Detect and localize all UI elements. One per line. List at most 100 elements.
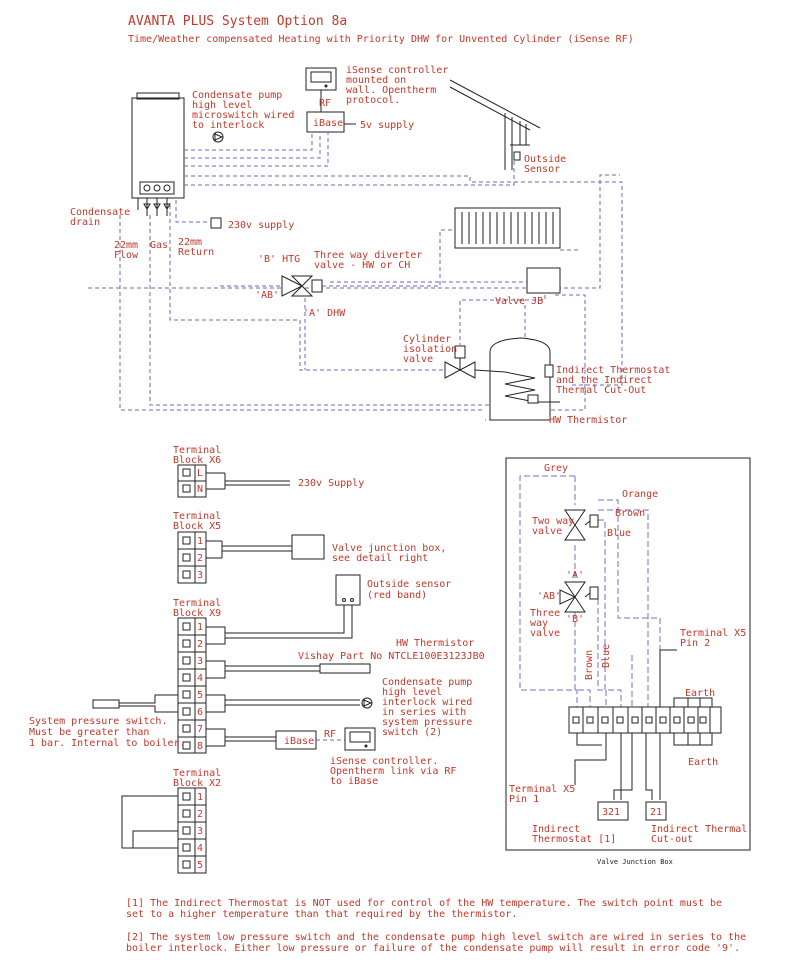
vishay-part-label: Vishay Part No NTCLE100E3123JB0: [298, 651, 485, 662]
svg-text:N: N: [197, 484, 203, 495]
terminal-block-x2: 1 2 3 4 5: [177, 787, 207, 874]
outside-sensor: [513, 151, 521, 161]
supply-230-box: [210, 217, 222, 229]
cutout-terminal-block: [645, 801, 667, 821]
valve-jb-label: Valve JB: [495, 296, 543, 307]
svg-text:Terminal X5: Terminal X5: [680, 628, 746, 639]
svg-text:valve: valve: [403, 354, 433, 365]
valve-junction-box-caption: Valve Junction Box: [597, 858, 673, 866]
svg-text:22mm: 22mm: [114, 240, 138, 251]
svg-text:1 bar. Internal to boiler.: 1 bar. Internal to boiler.: [29, 738, 186, 749]
svg-text:2: 2: [197, 809, 203, 820]
note-2-line-1: [2] The system low pressure switch and t…: [126, 932, 746, 943]
pump-arrow-icon: [214, 133, 224, 141]
svg-text:Block X9: Block X9: [173, 608, 221, 619]
hot-water-cylinder: [474, 337, 560, 421]
outside-sensor-box: [335, 574, 361, 606]
gas-label: Gas: [150, 240, 168, 251]
svg-text:Flow: Flow: [114, 250, 139, 261]
svg-text:L: L: [197, 468, 203, 479]
svg-text:Block X5: Block X5: [173, 521, 221, 532]
svg-text:iSense controller.: iSense controller.: [330, 756, 438, 767]
svg-text:22mm: 22mm: [178, 237, 202, 248]
svg-text:5: 5: [197, 690, 203, 701]
svg-text:Block X2: Block X2: [173, 778, 221, 789]
outside-sensor-label: Outside Sensor: [524, 154, 566, 175]
svg-text:1: 1: [197, 536, 203, 547]
svg-text:Pin 1: Pin 1: [509, 794, 539, 805]
condensate-pump-note: Condensate pump high level microswitch w…: [192, 90, 294, 131]
diagram-subtitle: Time/Weather compensated Heating with Pr…: [128, 34, 634, 45]
svg-text:3: 3: [197, 826, 203, 837]
svg-text:Must be greater than: Must be greater than: [29, 727, 149, 738]
return-label: 22mm Return: [178, 237, 214, 258]
valve-jb-box: [526, 267, 561, 294]
svg-text:3: 3: [197, 656, 203, 667]
isense-controller-lower: [344, 727, 376, 751]
svg-text:wall. Opentherm: wall. Opentherm: [346, 85, 436, 96]
supply-5v-label: 5v supply: [360, 120, 414, 131]
svg-text:Cylinder: Cylinder: [403, 334, 451, 345]
svg-text:System pressure switch.: System pressure switch.: [29, 716, 167, 727]
svg-text:Two way: Two way: [532, 516, 574, 527]
two-way-valve-label: Two way valve: [532, 516, 574, 537]
blue-vertical-label: Blue: [601, 644, 612, 668]
terminal-block-x6: L N: [177, 464, 207, 498]
svg-text:mounted on: mounted on: [346, 75, 406, 86]
diagram-title: AVANTA PLUS System Option 8a: [128, 14, 347, 29]
svg-text:drain: drain: [70, 217, 100, 228]
terminal-x5-pin1-label: Terminal X5 Pin 1: [509, 784, 575, 805]
condensate-drain-label: Condensate drain: [70, 207, 130, 228]
grey-wire-label: Grey: [544, 463, 568, 474]
hw-thermistor-title: HW Thermistor: [396, 638, 474, 649]
boiler: [131, 92, 185, 216]
supply-230v-label: 230v Supply: [298, 478, 364, 489]
three-way-valve-label: Three way valve: [530, 608, 560, 639]
svg-text:system pressure: system pressure: [382, 717, 472, 728]
supply-230-label: 230v supply: [228, 220, 294, 231]
footnotes: [1] The Indirect Thermostat is NOT used …: [126, 898, 746, 954]
ibase-label: iBase: [313, 118, 343, 129]
hw-thermistor-label: HW Thermistor: [549, 415, 627, 426]
outside-sensor-note: Outside sensor (red band): [367, 579, 451, 601]
three-way-diverter-valve: [281, 275, 323, 297]
svg-text:4: 4: [197, 843, 203, 854]
svg-text:Terminal: Terminal: [173, 511, 221, 522]
terminal-block-x5-label: Terminal Block X5: [173, 511, 221, 532]
svg-text:in series with: in series with: [382, 707, 466, 718]
svg-text:high level: high level: [192, 100, 252, 111]
svg-text:Condensate: Condensate: [70, 207, 130, 218]
cylinder-isolation-label: Cylinder isolation valve: [403, 334, 457, 365]
svg-text:Condensate pump: Condensate pump: [192, 90, 282, 101]
valve-jb-note: Valve junction box, see detail right: [332, 543, 446, 564]
indirect-thermal-label: Indirect Thermal Cut-out: [651, 824, 747, 845]
svg-text:Indirect Thermal: Indirect Thermal: [651, 824, 747, 835]
ibase-box: [306, 111, 345, 133]
svg-text:Outside: Outside: [524, 154, 566, 165]
svg-text:2: 2: [197, 553, 203, 564]
pressure-switch-note: System pressure switch. Must be greater …: [29, 716, 186, 749]
svg-text:switch (2): switch (2): [382, 727, 442, 738]
svg-text:1: 1: [197, 622, 203, 633]
svg-text:to interlock: to interlock: [192, 120, 264, 131]
svg-text:Block X6: Block X6: [173, 455, 221, 466]
svg-text:Condensate pump: Condensate pump: [382, 677, 472, 688]
svg-text:Outside sensor: Outside sensor: [367, 579, 451, 590]
svg-text:Three: Three: [530, 608, 560, 619]
svg-text:valve: valve: [530, 628, 560, 639]
svg-text:Terminal X5: Terminal X5: [509, 784, 575, 795]
svg-text:1: 1: [197, 792, 203, 803]
terminal-block-x5: 1 2 3: [177, 531, 207, 584]
blue-wire-label: Blue: [607, 528, 631, 539]
ab-label: 'AB': [255, 290, 279, 301]
svg-text:Terminal: Terminal: [173, 768, 221, 779]
svg-text:2: 2: [197, 639, 203, 650]
svg-text:Terminal: Terminal: [173, 445, 221, 456]
pressure-switch-icon: [92, 699, 120, 709]
indirect-thermostat-label: Indirect Thermostat [1]: [532, 824, 616, 845]
cylinder-isolation-valve: [444, 345, 476, 379]
note-1-line-1: [1] The Indirect Thermostat is NOT used …: [126, 898, 722, 909]
svg-text:interlock wired: interlock wired: [382, 697, 472, 708]
svg-text:see detail right: see detail right: [332, 553, 428, 564]
hw-thermistor-probe: [319, 663, 371, 674]
